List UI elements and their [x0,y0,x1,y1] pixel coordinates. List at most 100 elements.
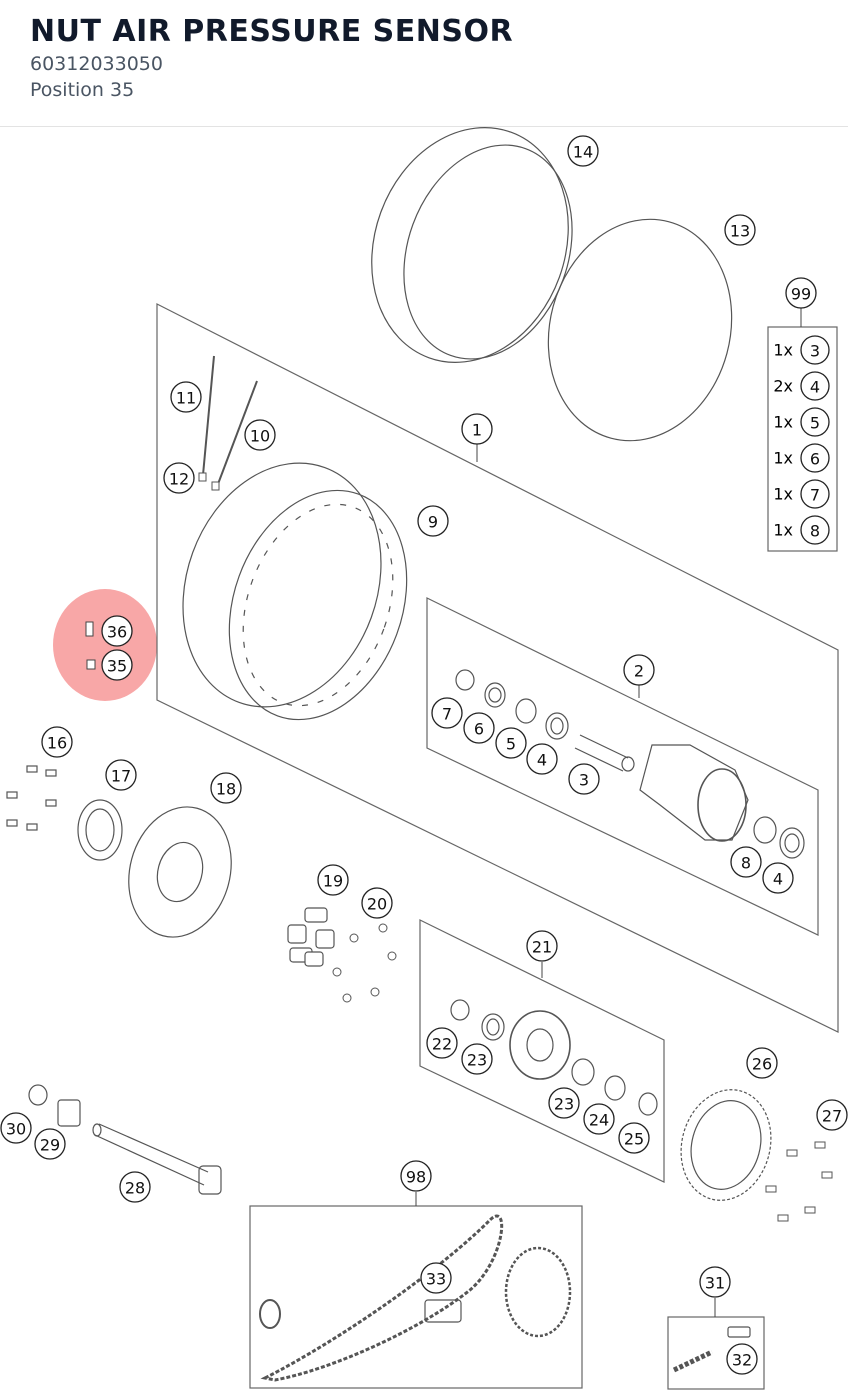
callout-part-31[interactable]: 31 [699,1266,731,1298]
callout-circle [431,697,463,729]
callout-part-26[interactable]: 26 [746,1047,778,1079]
chain-link-frame [667,1316,765,1390]
callout-number: 26 [752,1055,772,1074]
callout-part-33[interactable]: 33 [420,1262,452,1294]
callout-part-22[interactable]: 22 [426,1027,458,1059]
callout-number: 10 [250,427,270,446]
kit-part-callout[interactable]: 5 [800,407,830,437]
callout-part-5[interactable]: 5 [495,727,527,759]
callout-circle [101,615,133,647]
callout-part-28[interactable]: 28 [119,1171,151,1203]
callout-part-12[interactable]: 12 [163,462,195,494]
callout-number: 4 [810,378,820,397]
kit-part-callout[interactable]: 6 [800,443,830,473]
bolt-parts-16 [6,765,57,831]
callout-number: 22 [432,1035,452,1054]
callout-part-27[interactable]: 27 [816,1099,848,1131]
callout-part-6[interactable]: 6 [463,712,495,744]
callout-circle [618,1122,650,1154]
callout-part-13[interactable]: 13 [724,214,756,246]
callout-part-2[interactable]: 2 [623,654,655,686]
callout-circle [724,214,756,246]
part-number: 60312033050 [30,53,163,75]
callout-number: 31 [705,1274,725,1293]
kit-part-callout[interactable]: 3 [800,335,830,365]
callout-part-14[interactable]: 14 [567,135,599,167]
callout-part-16[interactable]: 16 [41,726,73,758]
callout-part-11[interactable]: 11 [170,381,202,413]
callout-circle [526,743,558,775]
page-title: NUT AIR PRESSURE SENSOR [30,14,514,49]
callout-part-18[interactable]: 18 [210,772,242,804]
bolt-parts-27 [765,1141,833,1222]
selected-part-highlight [53,589,157,701]
callout-circle [420,1262,452,1294]
callout-part-9[interactable]: 9 [417,505,449,537]
callout-circle [463,712,495,744]
callout-circle [785,277,817,309]
callout-part-36[interactable]: 36 [101,615,133,647]
callout-circle [210,772,242,804]
callout-circle [762,862,794,894]
callout-part-32[interactable]: 32 [726,1343,758,1375]
callout-part-3[interactable]: 3 [568,763,600,795]
callout-number: 19 [323,872,343,891]
callout-part-23[interactable]: 23 [461,1043,493,1075]
chain-link-parts [672,1326,751,1373]
callout-part-4[interactable]: 4 [526,743,558,775]
kit-part-callout[interactable]: 4 [800,371,830,401]
callout-part-25[interactable]: 25 [618,1122,650,1154]
kit-part-callout[interactable]: 7 [800,479,830,509]
callout-part-35[interactable]: 35 [101,649,133,681]
callout-circle [800,479,830,509]
callout-part-20[interactable]: 20 [361,887,393,919]
callout-number: 16 [47,734,67,753]
kit-quantity: 1x [773,413,793,432]
callout-circle [726,1343,758,1375]
callout-number: 5 [506,735,516,754]
callout-number: 14 [573,143,593,162]
callout-part-24[interactable]: 24 [583,1103,615,1135]
callout-part-21[interactable]: 21 [526,930,558,962]
rear-hub-frame [419,919,665,1183]
callout-circle [361,887,393,919]
callout-number: 11 [176,389,196,408]
chain-kit-parts [259,1214,572,1382]
callout-circle [800,443,830,473]
callout-number: 6 [810,450,820,469]
callout-part-29[interactable]: 29 [34,1128,66,1160]
nut-parts-20 [332,923,397,1003]
callout-part-1[interactable]: 1 [461,413,493,445]
callout-number: 25 [624,1130,644,1149]
callout-number: 3 [579,771,589,790]
callout-part-19[interactable]: 19 [317,864,349,896]
spoke-parts [198,355,258,491]
callout-part-7[interactable]: 7 [431,697,463,729]
callout-circle [461,1043,493,1075]
callout-number: 23 [554,1095,574,1114]
callout-part-99[interactable]: 99 [785,277,817,309]
callout-number: 4 [537,751,547,770]
kit-quantity: 2x [773,377,793,396]
callout-number: 7 [442,705,452,724]
callout-part-17[interactable]: 17 [105,759,137,791]
kit-part-callout[interactable]: 8 [800,515,830,545]
position-label: Position 35 [30,79,135,101]
kit-quantity: 1x [773,485,793,504]
callout-part-10[interactable]: 10 [244,419,276,451]
callout-circle [426,1027,458,1059]
callout-part-8[interactable]: 8 [730,846,762,878]
callout-circle [746,1047,778,1079]
callout-number: 12 [169,470,189,489]
callout-number: 28 [125,1179,145,1198]
callout-part-4b[interactable]: 4 [762,862,794,894]
callout-part-23b[interactable]: 23 [548,1087,580,1119]
callout-circle [417,505,449,537]
callout-part-98[interactable]: 98 [400,1160,432,1192]
callout-number: 29 [40,1136,60,1155]
callout-circle [568,763,600,795]
callout-part-30[interactable]: 30 [0,1112,32,1144]
callout-circle [495,727,527,759]
rim-part [182,462,408,721]
